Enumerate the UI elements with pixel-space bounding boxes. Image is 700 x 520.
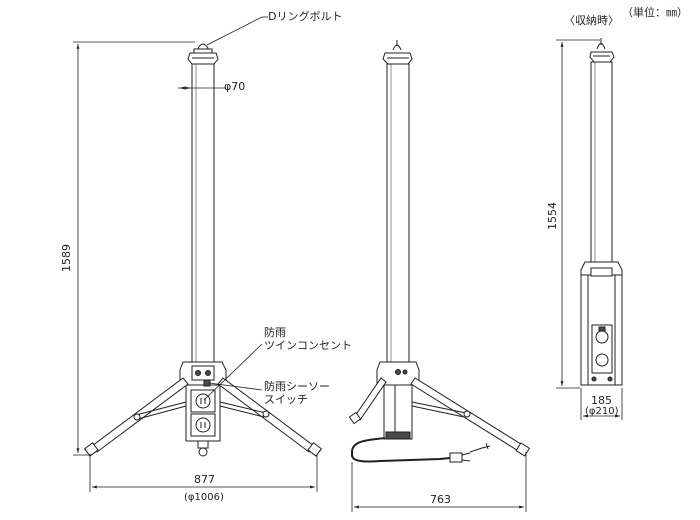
leader-d-ring (206, 16, 263, 46)
front-right-leg (217, 377, 323, 457)
stowed-pole (590, 61, 613, 263)
dim-label-763: 763 (430, 493, 451, 506)
side-pole (386, 63, 410, 363)
front-left-leg (83, 377, 189, 457)
front-d-ring-bolt (193, 43, 213, 54)
stowed-top-cap (589, 51, 615, 63)
leader-twin-outlet (203, 343, 263, 401)
side-plug (449, 452, 463, 463)
dimension-lines (73, 16, 623, 512)
pole-diameter-label: φ70 (224, 80, 246, 93)
dim-label-185: 185 (591, 394, 612, 407)
twin-outlet-label-1: 防雨 (264, 326, 286, 339)
dim-label-phi210: (φ210) (585, 406, 619, 417)
twin-outlet-label-2: ツインコンセント (264, 339, 352, 352)
leader-seesaw-switch (208, 382, 263, 391)
dim-label-phi1006: (φ1006) (184, 492, 224, 503)
side-power-cord (351, 437, 451, 463)
unit-note: （単位：㎜） (622, 6, 688, 19)
seesaw-switch-label-2: スイッチ (264, 393, 308, 406)
dim-label-1589: 1589 (60, 244, 73, 272)
d-ring-bolt-label: Dリングボルト (268, 10, 343, 23)
front-pole (191, 63, 215, 363)
side-view (348, 40, 531, 463)
dim-label-877: 877 (194, 473, 215, 486)
side-outlet-box (383, 384, 413, 440)
dim-label-1554: 1554 (546, 202, 559, 230)
side-left-leg (354, 377, 387, 421)
seesaw-switch-label-1: 防雨シーソー (264, 380, 330, 393)
stowed-view (580, 38, 623, 386)
stowed-view-label: 〈収納時〉 (564, 14, 619, 27)
